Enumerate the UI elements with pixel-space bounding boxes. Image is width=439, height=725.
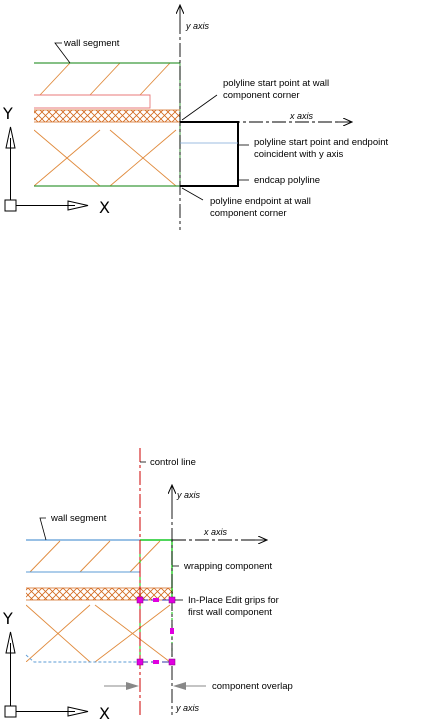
wall-hatching-2	[26, 540, 173, 662]
endpoint-label-l2: component corner	[210, 208, 287, 219]
wall-segment-label-2: wall segment	[50, 513, 107, 524]
start-point-leader	[181, 94, 218, 121]
in-place-edit-grips[interactable]	[136, 596, 176, 666]
start-point-label-l2: component corner	[223, 90, 300, 101]
wall-segment-label-1: wall segment	[63, 38, 120, 49]
ucs-x-label-1: X	[99, 198, 110, 217]
x-axis-label-1: x axis	[289, 111, 314, 121]
wall-hatching-1	[34, 63, 180, 186]
wall-segment-leader-1	[54, 42, 71, 64]
coincident-label-l1: polyline start point and endpoint	[254, 137, 389, 148]
endpoint-leader	[181, 187, 204, 201]
coincident-label-l2: coincident with y axis	[254, 149, 343, 160]
component-overlap-label: component overlap	[212, 681, 293, 692]
wall-segment-1	[34, 62, 181, 187]
y-axis-label-1: y axis	[185, 21, 210, 31]
x-axis-label-2: x axis	[203, 527, 228, 537]
y-axis-label-2: y axis	[176, 490, 201, 500]
ucs-y-label-1: Y	[2, 104, 13, 123]
grip-top-left[interactable]	[136, 596, 144, 604]
component-overlap-arrows	[104, 682, 206, 690]
y-axis-bottom-label: y axis	[175, 703, 200, 713]
grips-label-l2: first wall component	[188, 607, 272, 618]
wall-segment-2	[25, 539, 173, 663]
grip-edge-bottom[interactable]	[153, 660, 159, 664]
grip-edge-top[interactable]	[153, 598, 159, 602]
endcap-label: endcap polyline	[254, 175, 320, 186]
control-line-label: control line	[150, 457, 196, 468]
wrapping-label: wrapping component	[183, 561, 273, 572]
ucs-x-label-2: X	[99, 704, 110, 723]
endcap-polyline	[180, 121, 239, 187]
ucs-icon-1: Y X	[2, 104, 110, 217]
endpoint-label-l1: polyline endpoint at wall	[210, 196, 311, 207]
start-point-label-l1: polyline start point at wall	[223, 78, 329, 89]
grips-label-l1: In-Place Edit grips for	[188, 595, 279, 606]
grip-bottom-left[interactable]	[136, 658, 144, 666]
grip-bottom-right[interactable]	[168, 658, 176, 666]
diagram-2: control line y axis x axis wall segment …	[2, 448, 293, 723]
ucs-y-label-2: Y	[2, 609, 13, 628]
wall-segment-leader-2	[39, 517, 47, 541]
grip-top-right[interactable]	[168, 596, 176, 604]
diagram-1: y axis x axis wall segment polyline star…	[2, 5, 389, 230]
ucs-icon-2: Y X	[2, 609, 110, 723]
grip-edge-right[interactable]	[170, 628, 174, 634]
